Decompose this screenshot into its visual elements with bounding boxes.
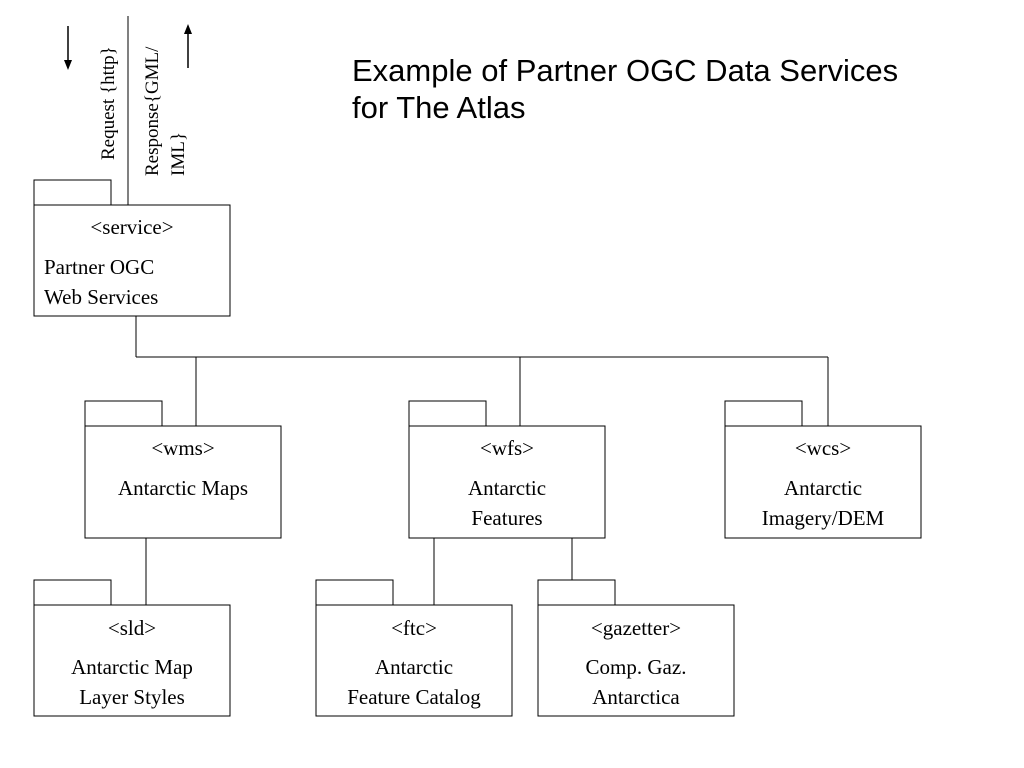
package-body: [315, 604, 513, 717]
package-body: [33, 604, 231, 717]
package-tab: [537, 579, 616, 606]
package-body: [84, 425, 282, 539]
package-stereotype: <wms>: [151, 436, 214, 460]
package-label-line-1: Antarctic: [784, 476, 862, 500]
package-label-line-2: Antarctica: [592, 685, 680, 709]
package-stereotype: <gazetter>: [591, 616, 681, 640]
diagram-title: Example of Partner OGC Data Services for…: [352, 52, 992, 126]
package-stereotype: <wfs>: [480, 436, 534, 460]
package-tab: [315, 579, 394, 606]
package-tab: [724, 400, 803, 427]
package-label-line-2: Layer Styles: [79, 685, 185, 709]
response-arrow-head: [184, 24, 192, 34]
package-wfs: <wfs> Antarctic Features: [408, 400, 606, 539]
response-label-line-1: Response{GML/: [142, 46, 163, 176]
package-body: [724, 425, 922, 539]
request-label: Request {http}: [98, 46, 119, 160]
title-line-1: Example of Partner OGC Data Services: [352, 53, 899, 88]
package-label-line-1: Comp. Gaz.: [586, 655, 687, 679]
package-label-line-1: Antarctic: [468, 476, 546, 500]
package-label-line-2: Web Services: [44, 285, 158, 309]
package-ftc: <ftc> Antarctic Feature Catalog: [315, 579, 513, 717]
package-stereotype: <service>: [90, 215, 173, 239]
package-tab: [84, 400, 163, 427]
package-body: [408, 425, 606, 539]
package-tab: [408, 400, 487, 427]
response-label-line-2: IML}: [168, 132, 189, 176]
title-line-2: for The Atlas: [352, 90, 526, 125]
package-sld: <sld> Antarctic Map Layer Styles: [33, 579, 231, 717]
package-label-line-2: Imagery/DEM: [762, 506, 885, 530]
package-gazetter: <gazetter> Comp. Gaz. Antarctica: [537, 579, 735, 717]
package-stereotype: <wcs>: [795, 436, 851, 460]
request-arrow-head: [64, 60, 72, 70]
package-stereotype: <sld>: [108, 616, 156, 640]
package-wms: <wms> Antarctic Maps: [84, 400, 282, 539]
package-label-line-2: Feature Catalog: [347, 685, 481, 709]
package-wcs: <wcs> Antarctic Imagery/DEM: [724, 400, 922, 539]
package-body: [33, 204, 231, 317]
package-label-line-2: Features: [471, 506, 542, 530]
package-label-line-1: Antarctic: [375, 655, 453, 679]
package-tab: [33, 179, 112, 206]
package-body: [537, 604, 735, 717]
package-tab: [33, 579, 112, 606]
connectors: [135, 316, 829, 605]
package-label-line-1: Antarctic Map: [71, 655, 193, 679]
package-service: <service> Partner OGC Web Services: [33, 179, 231, 317]
package-label-line-1: Partner OGC: [44, 255, 154, 279]
package-stereotype: <ftc>: [391, 616, 437, 640]
package-label-line-1: Antarctic Maps: [118, 476, 248, 500]
